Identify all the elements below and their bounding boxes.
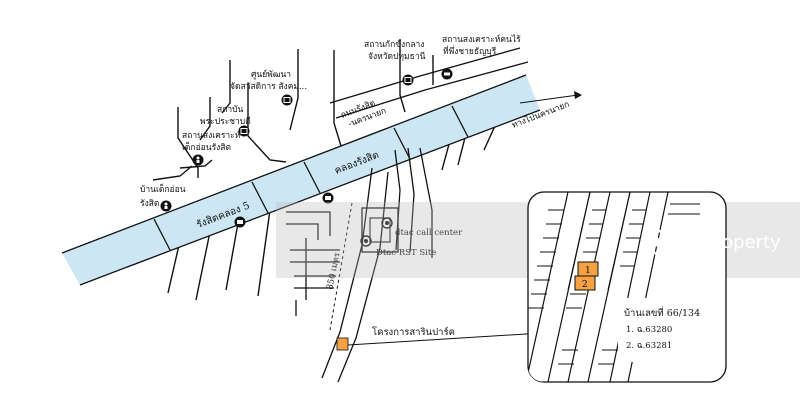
- place-label-dtac-call-center: dtac call center: [395, 228, 463, 238]
- place-label-shelter-thanyaburi: สถานสงเคราะห์คนไร้ ที่พึ่งชายธัญบุรี: [442, 34, 523, 57]
- canal-bridges: [153, 105, 469, 251]
- welfare-building-icon[interactable]: [281, 94, 293, 106]
- inset-lot-2-number: 2: [582, 280, 588, 290]
- dtac-compound: [361, 207, 399, 253]
- soi-east-edge: [337, 171, 389, 383]
- inset-lot-2[interactable]: [574, 275, 596, 291]
- infant-home-child-icon[interactable]: [160, 200, 172, 212]
- dtac-rst-site-target-icon[interactable]: [360, 235, 372, 247]
- west-branch-streets: [286, 211, 340, 316]
- canal: [62, 75, 540, 285]
- side-road-b: [407, 147, 415, 253]
- place-label-central-prison: สถานกักขังกลาง จังหวัดปทุมธานี: [364, 40, 427, 62]
- infant-shelter-child-icon[interactable]: [192, 154, 204, 166]
- place-label-dtac-rst-site: Dtac RST Site: [376, 248, 436, 258]
- place-label-infant-shelter-line1: สถานสงเคราะห์: [182, 130, 240, 141]
- place-label-infant-home-line2: รังสิต: [140, 199, 159, 209]
- bridge-stop-icon-east[interactable]: [322, 192, 334, 204]
- inset-lot-2-deed: 2. ฉ.63281: [626, 341, 672, 351]
- dtac-building: [369, 217, 391, 243]
- place-label-infant-home: บ้านเด็กอ่อน รังสิต: [140, 183, 188, 209]
- place-label-prachabodi-line1: สถาบัน: [217, 105, 244, 115]
- direction-arrow-icon: [574, 91, 582, 99]
- shelter-icon[interactable]: [441, 68, 453, 80]
- project-label: โครงการสารินปาร์ค: [372, 326, 455, 338]
- place-label-central-prison-line2: จังหวัดปทุมธานี: [368, 51, 426, 62]
- place-label-central-prison-line1: สถานกักขังกลาง: [364, 40, 424, 50]
- place-label-welfare-center-line2: จัดสวัสดิการ สังคม...: [230, 82, 307, 92]
- inset-lot-1-deed: 1. ฉ.63280: [626, 325, 672, 335]
- place-label-shelter-thanyaburi-line1: สถานสงเคราะห์คนไร้: [442, 34, 521, 45]
- dtac-call-center-target-icon[interactable]: [381, 217, 393, 229]
- watermark-brand: DDproperty: [676, 232, 781, 253]
- prison-building-icon[interactable]: [402, 74, 414, 86]
- inset-lot-1-number: 1: [585, 266, 591, 276]
- side-road-a: [394, 149, 401, 251]
- place-label-welfare-center-line1: ศูนย์พัฒนา: [251, 69, 291, 80]
- prachabodi-building-icon[interactable]: [238, 125, 250, 137]
- inset-panel: 1 2 บ้านเลขที่ 66/134 1. ฉ.63280 2. ฉ.63…: [527, 191, 727, 383]
- inset-address: บ้านเลขที่ 66/134: [624, 306, 700, 319]
- place-label-infant-shelter: สถานสงเคราะห์ เด็กอ่อนรังสิต: [182, 130, 243, 153]
- canal-south-bank: [79, 109, 541, 286]
- main-road-north-edge: [329, 47, 521, 104]
- north-streets: [152, 39, 434, 181]
- road-label-main: ถนนรังสิต -นครนายก: [339, 96, 387, 131]
- inset-text-backing: [618, 298, 722, 362]
- main-road-south-edge: [335, 61, 529, 119]
- place-label-prachabodi-line2: พระประชาบดี: [200, 116, 251, 127]
- soi-west-edge: [321, 167, 373, 379]
- place-label-welfare-center: ศูนย์พัฒนา จัดสวัสดิการ สังคม...: [230, 69, 307, 92]
- side-road-c: [419, 147, 433, 258]
- place-label-infant-shelter-line2: เด็กอ่อนรังสิต: [182, 141, 231, 153]
- place-label-prachabodi: สถาบัน พระประชาบดี: [200, 105, 251, 127]
- place-label-infant-home-line1: บ้านเด็กอ่อน: [140, 183, 186, 195]
- direction-line: [519, 94, 579, 104]
- ddproperty-logo: DDproperty: [640, 226, 781, 256]
- project-plot-marker[interactable]: [336, 337, 349, 351]
- canal-north-bank: [61, 74, 527, 254]
- place-label-shelter-thanyaburi-line2: ที่พึ่งชายธัญบุรี: [443, 45, 497, 57]
- bridge-stop-icon-west[interactable]: [234, 216, 246, 228]
